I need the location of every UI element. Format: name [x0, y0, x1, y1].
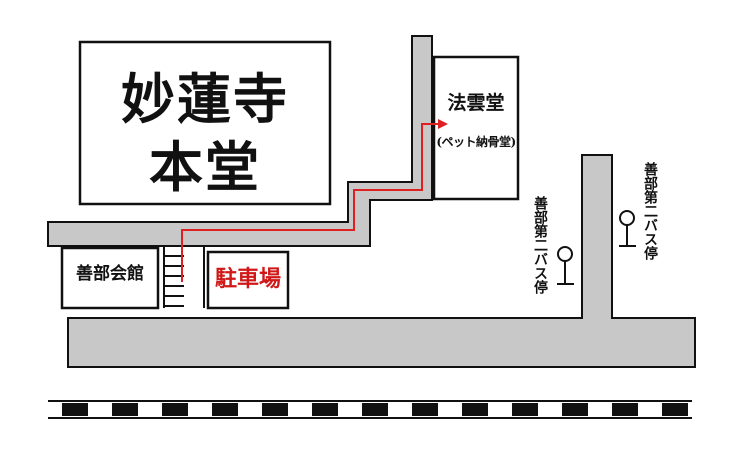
rail-tie: [62, 403, 88, 416]
parking-label: 駐車場: [214, 266, 281, 292]
rail-tie: [412, 403, 438, 416]
temple-road: [47, 35, 433, 247]
rail-tie: [512, 403, 538, 416]
railway-track: [48, 400, 692, 419]
rail-tie: [562, 403, 588, 416]
rail-tie: [312, 403, 338, 416]
rail-tie: [162, 403, 188, 416]
rail-tie: [262, 403, 288, 416]
zenbu-hall-building: [60, 246, 160, 310]
stairs: [163, 246, 205, 308]
rail-tie: [112, 403, 138, 416]
route-arrow-icon: [438, 119, 448, 129]
bus-stop-label-2: 善部第二バス停: [642, 162, 658, 260]
temple-building-label: 本堂: [149, 135, 261, 199]
rail-tie: [612, 403, 638, 416]
rail-tie: [362, 403, 388, 416]
bus-stop-icon: [557, 246, 574, 285]
hokotsudo-name: 法雲堂: [447, 92, 505, 114]
parking-lot: [206, 250, 290, 310]
bus-stop-label-1: 善部第二バス停: [532, 196, 548, 294]
hondo-building: [78, 40, 332, 206]
rail-tie: [212, 403, 238, 416]
hokotsudo-building: [432, 55, 520, 201]
hokotsudo-subtitle: (ペット納骨堂): [436, 135, 516, 149]
zenbu-hall-label: 善部会館: [76, 264, 144, 284]
rail-tie: [462, 403, 488, 416]
route-line: [181, 123, 442, 282]
main-road: [67, 154, 696, 368]
rail-tie: [662, 403, 688, 416]
bus-stop-icon: [619, 210, 636, 247]
temple-name: 妙蓮寺: [121, 67, 289, 131]
